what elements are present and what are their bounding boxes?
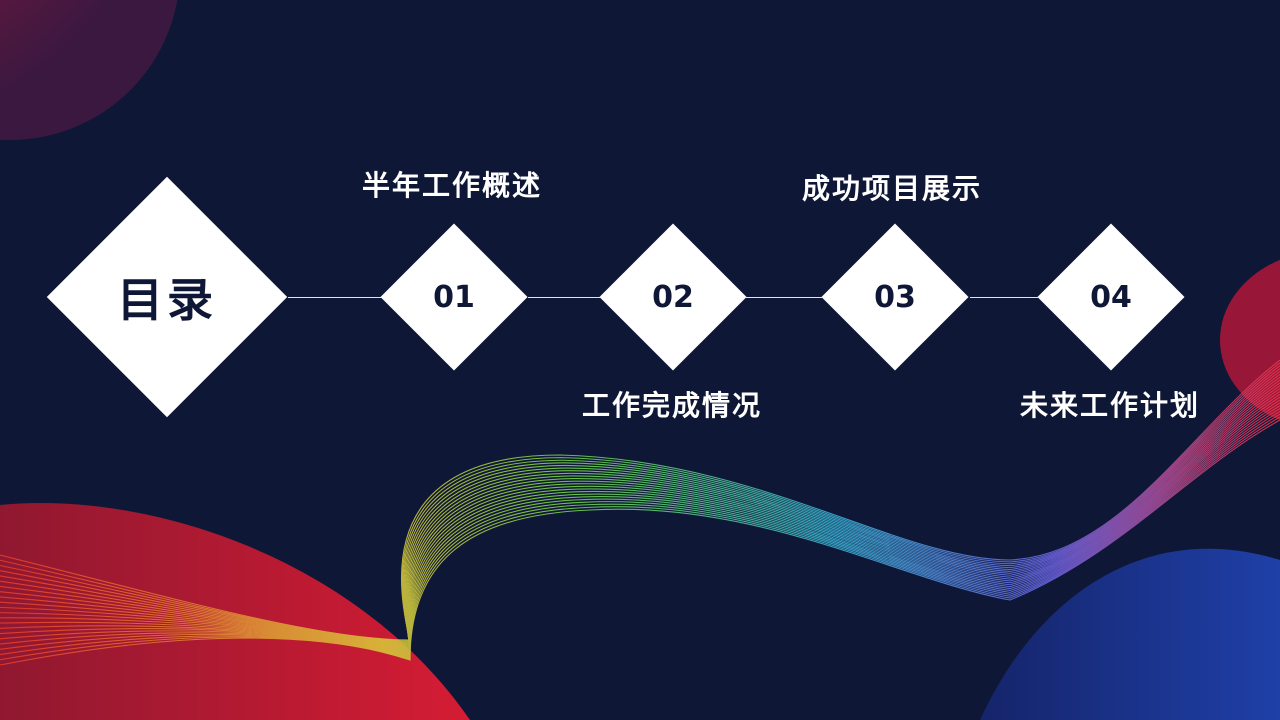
wave-line bbox=[0, 359, 1280, 641]
blue-wave-shape bbox=[980, 548, 1280, 720]
wave-line bbox=[0, 390, 1280, 652]
item-label[interactable]: 半年工作概述 bbox=[361, 169, 543, 202]
wave-line bbox=[0, 388, 1280, 651]
connector-line bbox=[528, 297, 600, 298]
wave-line bbox=[0, 362, 1280, 642]
wave-line bbox=[0, 379, 1280, 648]
item-number: 03 bbox=[874, 279, 916, 315]
wave-line bbox=[0, 399, 1280, 655]
wave-line bbox=[0, 376, 1280, 647]
wave-line bbox=[0, 365, 1280, 643]
wave-line bbox=[0, 382, 1280, 649]
connector-line bbox=[746, 297, 822, 298]
page-title: 目录 bbox=[117, 273, 217, 327]
corner-shape bbox=[0, 0, 178, 140]
item-number: 04 bbox=[1090, 279, 1132, 315]
item-number: 02 bbox=[652, 279, 694, 315]
wave-line bbox=[0, 396, 1280, 654]
wave-line bbox=[0, 419, 1280, 666]
item-label[interactable]: 工作完成情况 bbox=[581, 389, 763, 422]
item-number: 01 bbox=[433, 279, 475, 315]
wave-line bbox=[0, 370, 1280, 645]
connector-line bbox=[288, 297, 382, 298]
item-label[interactable]: 成功项目展示 bbox=[801, 172, 983, 205]
line-wave-pattern bbox=[0, 359, 1280, 666]
wave-line bbox=[0, 385, 1280, 650]
item-label[interactable]: 未来工作计划 bbox=[1019, 389, 1201, 422]
wave-line bbox=[0, 402, 1280, 655]
red-wave-shape bbox=[0, 503, 470, 720]
wave-line bbox=[0, 368, 1280, 644]
wave-line bbox=[0, 405, 1280, 656]
connector-line bbox=[970, 297, 1038, 298]
wave-line bbox=[0, 393, 1280, 653]
